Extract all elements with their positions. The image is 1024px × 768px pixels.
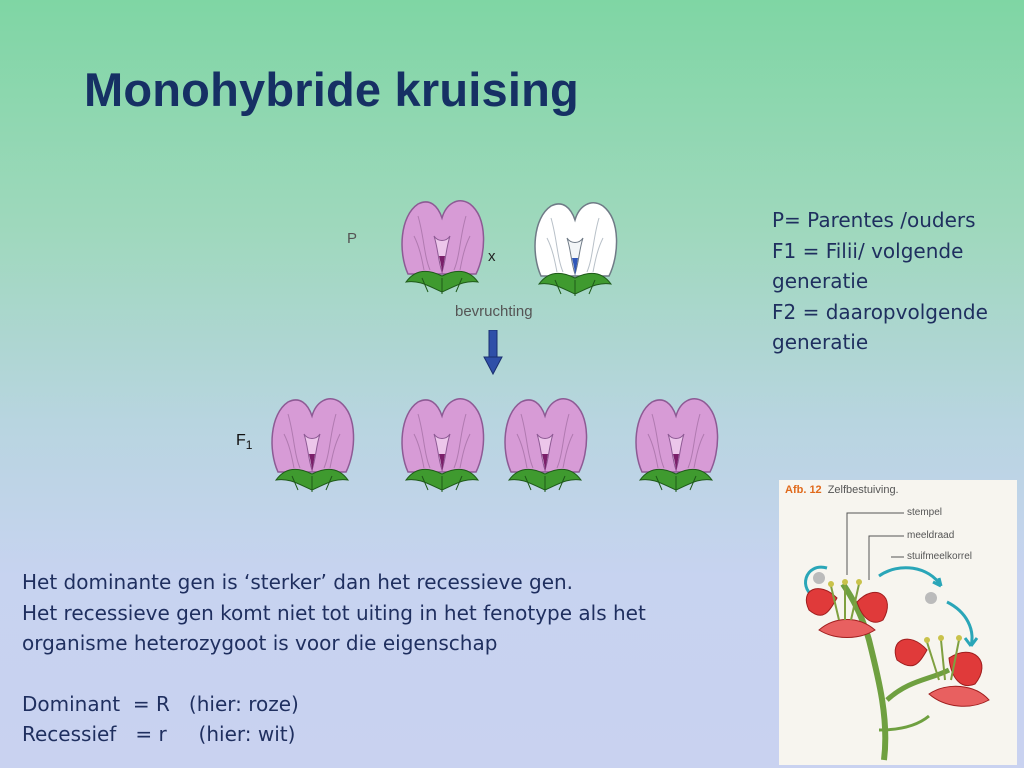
legend-line: generatie	[772, 269, 869, 293]
f1-flower	[394, 394, 490, 494]
figure-number: Afb. 12	[785, 484, 822, 496]
page-title: Monohybride kruising	[84, 63, 579, 116]
f1-label-letter: F	[236, 432, 246, 449]
f1-flower	[264, 394, 360, 494]
figure-caption: Afb. 12 Zelfbestuiving.	[785, 484, 899, 496]
label-meeldraad: meeldraad	[907, 530, 955, 541]
legend-line: generatie	[772, 330, 869, 354]
body-line: Het dominante gen is ‘sterker’ dan het r…	[22, 570, 574, 594]
dominant-line: Dominant = R (hier: roze)	[22, 691, 299, 716]
p-label: P	[347, 230, 358, 247]
generation-legend: P= Parentes /ouders F1 = Filii/ volgende…	[772, 205, 1017, 358]
legend-line: P= Parentes /ouders	[772, 208, 976, 232]
spacer	[22, 659, 722, 689]
parent-white-flower	[527, 198, 623, 298]
pollination-illustration	[804, 512, 990, 761]
label-stuifmeelkorrel: stuifmeelkorrel	[907, 551, 973, 562]
fertilization-label: bevruchting	[455, 303, 533, 320]
explanation-text: Het dominante gen is ‘sterker’ dan het r…	[22, 567, 722, 750]
figure-caption-text: Zelfbestuiving.	[827, 484, 899, 496]
cross-symbol: x	[488, 248, 496, 265]
down-arrow-icon	[483, 330, 503, 376]
body-line: Het recessieve gen komt niet tot uiting …	[22, 600, 646, 625]
f1-label-subscript: 1	[245, 438, 253, 453]
parent-pink-flower	[394, 196, 490, 296]
legend-line: F1 = Filii/ volgende	[772, 238, 964, 263]
recessive-line: Recessief = r (hier: wit)	[22, 722, 296, 746]
f1-flower	[628, 394, 724, 494]
label-stempel: stempel	[907, 507, 943, 518]
legend-line: F2 = daaropvolgende	[772, 299, 988, 324]
f1-flower	[497, 394, 593, 494]
self-pollination-figure: Afb. 12 Zelfbestuiving. stempel meeldraad…	[779, 480, 1017, 765]
f1-label: F1	[236, 432, 252, 452]
body-line: organisme heterozygoot is voor die eigen…	[22, 631, 498, 655]
